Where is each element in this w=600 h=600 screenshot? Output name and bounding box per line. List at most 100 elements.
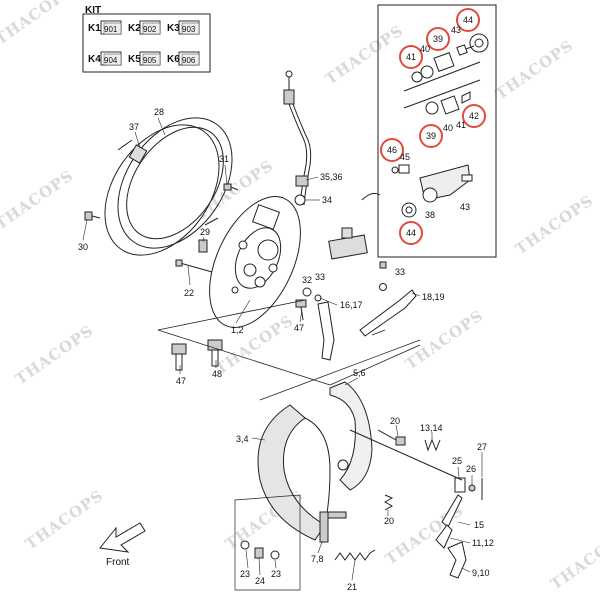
highlight-rings (380, 8, 486, 245)
wheel-cylinder-parts (391, 33, 489, 218)
spring-24 (254, 547, 264, 559)
callout-23-a: 23 (240, 569, 250, 579)
highlight-41-top (399, 45, 423, 69)
highlight-46 (380, 138, 404, 162)
backing-plate (209, 196, 301, 328)
front-label: Front (106, 557, 130, 568)
callout-28: 28 (154, 107, 164, 117)
callout-1-2: 1,2 (231, 325, 244, 335)
callout-9-10: 9,10 (472, 568, 490, 578)
watermark-text: THACOPS (402, 306, 487, 373)
kit-key-k4: K4 (88, 54, 101, 65)
lever-11-12 (435, 524, 453, 549)
brake-shoe-5-6 (329, 381, 373, 491)
bolt-30 (84, 211, 101, 221)
kit-code-k2: 902 (143, 25, 157, 34)
kit-key-k1: K1 (88, 23, 101, 34)
spring-13-14 (424, 438, 441, 452)
bolt-31 (223, 183, 239, 191)
kit-code-k6: 906 (182, 56, 196, 65)
callout-32: 32 (302, 275, 312, 285)
nut-33-b (379, 261, 387, 291)
watermark-text: THACOPS (0, 0, 77, 48)
highlight-42 (462, 104, 486, 128)
callout-40-mid: 40 (443, 123, 453, 133)
leader-lines-lower (234, 494, 301, 591)
watermark-text: THACOPS (12, 321, 97, 388)
highlight-39-mid (419, 124, 443, 148)
callout-20-b: 20 (384, 516, 394, 526)
kit-code-k4: 904 (104, 56, 118, 65)
brake-shoe-3-4 (257, 404, 331, 541)
callout-44-bottom: 44 (406, 228, 416, 238)
plug-29 (198, 239, 208, 253)
kit-code-k5: 905 (143, 56, 157, 65)
bolt-47-b (171, 343, 187, 371)
kit-key-k5: K5 (128, 54, 141, 65)
nut-32 (302, 287, 312, 297)
callout-47-a: 47 (294, 323, 304, 333)
callout-27: 27 (477, 442, 487, 452)
callout-20-a: 20 (390, 416, 400, 426)
long-rod (349, 429, 463, 481)
callout-41-top: 41 (406, 52, 416, 62)
callout-42: 42 (469, 111, 479, 121)
brake-cable (283, 70, 312, 206)
callout-39-mid: 39 (426, 131, 436, 141)
callout-15: 15 (474, 520, 484, 530)
callout-24: 24 (255, 576, 265, 586)
callout-26: 26 (466, 464, 476, 474)
wheel-cylinder-detail-box (361, 4, 497, 258)
watermark-text: THACOPS (22, 486, 107, 553)
callout-43-top: 43 (451, 25, 461, 35)
front-arrow-icon (99, 522, 146, 553)
callout-34: 34 (322, 195, 332, 205)
pin-26 (468, 484, 476, 492)
bolt-48 (207, 339, 223, 367)
callout-40-top: 40 (420, 44, 430, 54)
callout-11-12: 11,12 (472, 538, 494, 548)
callout-43-bottom: 43 (460, 202, 470, 212)
spring-20-b (383, 494, 394, 511)
callout-23-b: 23 (271, 569, 281, 579)
kit-key-k3: K3 (167, 23, 180, 34)
kit-code-k1: 901 (104, 25, 118, 34)
callout-31: 31 (219, 154, 229, 164)
adjuster-25 (454, 477, 466, 493)
lever-16-17 (317, 301, 335, 361)
highlight-39-top (426, 27, 450, 51)
washer-23-b (270, 550, 280, 560)
watermark-text: THACOPS (492, 36, 577, 103)
callout-18-19: 18,19 (422, 292, 445, 302)
callout-48: 48 (212, 369, 222, 379)
bolt-47-a (295, 299, 307, 321)
highlight-44-bottom (399, 221, 423, 245)
washer-23-a (240, 540, 250, 550)
callout-21: 21 (347, 582, 357, 592)
rod-20-a (377, 429, 406, 446)
kit-code-k3: 903 (182, 25, 196, 34)
watermark-text: THACOPS (0, 166, 77, 233)
callout-41-mid: 41 (456, 120, 466, 130)
callout-37: 37 (129, 122, 139, 132)
lever-15 (441, 494, 463, 528)
nut-33-a (314, 294, 322, 302)
leader-lines (82, 117, 483, 581)
wheel-cylinder-main (328, 227, 368, 260)
strut-18-19 (359, 289, 417, 337)
callout-labels: 28 37 31 30 29 22 35,36 34 32 33 33 16,1… (78, 15, 494, 592)
assembly-outline (157, 299, 421, 401)
lever-9-10 (447, 541, 467, 579)
watermark-text: THACOPS (512, 191, 597, 258)
pin-7-8 (319, 511, 347, 543)
callout-47-b: 47 (176, 376, 186, 386)
callout-5-6: 5,6 (353, 368, 366, 378)
kit-key-k6: K6 (167, 54, 180, 65)
callout-45: 45 (400, 152, 410, 162)
kit-title: KIT (85, 5, 101, 16)
callout-22: 22 (184, 288, 194, 298)
callout-25: 25 (452, 456, 462, 466)
brake-drum (104, 117, 233, 256)
